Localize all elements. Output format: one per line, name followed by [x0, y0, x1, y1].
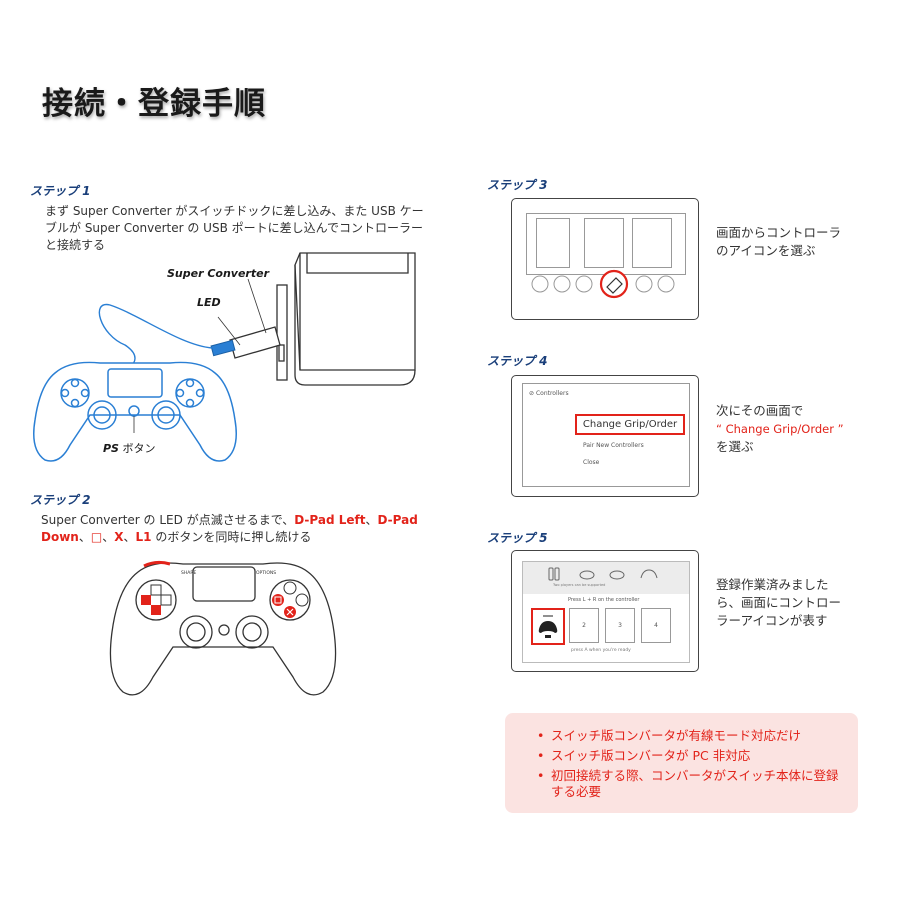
controllers-icon-highlighted — [599, 269, 629, 299]
step3-label: ステップ 3 — [487, 178, 548, 192]
dpad-graphic — [141, 584, 172, 615]
super-converter-illustration — [210, 326, 281, 359]
step2-sep-1: 、 — [365, 513, 378, 527]
pair-new-controllers-option[interactable]: Pair New Controllers — [583, 442, 644, 449]
album-icon — [575, 275, 593, 293]
ps-button-label: PS ボタン — [103, 440, 155, 456]
grip-order-screen: Two players can be supported Press L + R… — [522, 561, 690, 663]
header-subtext: Two players can be supported — [553, 583, 606, 587]
ps-label-rest: ボタン — [118, 442, 156, 455]
menu-title-text: Controllers — [535, 390, 569, 397]
step5-line2: ら、画面にコントロー — [716, 595, 842, 610]
note-item: スイッチ版コンバータが PC 非対応 — [537, 748, 841, 764]
step2-sep-2: 、 — [78, 530, 91, 544]
shop-icon — [553, 275, 571, 293]
settings-icon — [635, 275, 653, 293]
switch-dock-illustration — [276, 252, 416, 386]
game-tile — [632, 218, 672, 268]
power-icon — [657, 275, 675, 293]
joycon-grip-icon — [579, 570, 595, 580]
slot-1-selected — [531, 608, 565, 645]
step1-line1: まず Super Converter がスイッチドックに差し込み、また USB … — [45, 204, 424, 218]
step4-line1: 次にその画面で — [716, 403, 804, 418]
slot-4: 4 — [641, 608, 671, 643]
controller-icon-slot1 — [538, 615, 558, 638]
step5-line3: ラーアイコンが表す — [716, 613, 828, 628]
step4-label: ステップ 4 — [487, 354, 548, 368]
step3-description: 画面からコントローラ のアイコンを選ぶ — [716, 224, 841, 260]
share-text: SHARE — [181, 570, 196, 576]
dpad-left-text: D-Pad Left — [294, 513, 366, 527]
controllers-menu-icon: ⊘ — [529, 390, 535, 397]
step5-screen: Two players can be supported Press L + R… — [511, 550, 699, 672]
joycon-left-icon — [548, 567, 554, 581]
slot-2: 2 — [569, 608, 599, 643]
step5-line1: 登録作業済みました — [716, 577, 829, 592]
step3-screen — [511, 198, 699, 320]
grip-icons — [548, 567, 658, 581]
home-menu-icons — [531, 269, 675, 299]
ps-label-bold: PS — [103, 442, 119, 455]
step3-line2: のアイコンを選ぶ — [716, 243, 816, 258]
step2-text-h: のボタンを同時に押し続ける — [151, 530, 312, 544]
note-item: 初回接続する際、コンバータがスイッチ本体に登録する必要 — [537, 768, 841, 800]
change-grip-order-option[interactable]: Change Grip/Order — [575, 414, 685, 435]
l1-text: L1 — [135, 530, 152, 544]
face-buttons-graphic — [272, 581, 309, 618]
ps4-controller-blue — [33, 361, 237, 462]
led-label: LED — [197, 296, 221, 309]
game-tile — [536, 218, 570, 268]
note-item: スイッチ版コンバータが有線モード対応だけ — [537, 728, 841, 744]
step2-sep-3: 、 — [102, 530, 115, 544]
down-text: Down — [41, 530, 79, 544]
l1-highlight — [143, 560, 171, 568]
step4-screen: ⊘ Controllers Change Grip/Order Pair New… — [511, 375, 699, 497]
options-text: OPTIONS — [256, 570, 276, 576]
notes-box: スイッチ版コンバータが有線モード対応だけ スイッチ版コンバータが PC 非対応 … — [505, 713, 858, 813]
joycon-pair-icon — [609, 570, 625, 580]
joycon-right-icon — [554, 567, 560, 581]
notes-list: スイッチ版コンバータが有線モード対応だけ スイッチ版コンバータが PC 非対応 … — [537, 728, 841, 804]
pro-controller-icon — [640, 569, 658, 579]
step2-text-a: Super Converter の LED が点滅させるまで、 — [41, 513, 295, 527]
dpad-text: D-Pad — [377, 513, 418, 527]
step2-controller-illustration: SHARE OPTIONS — [109, 560, 337, 696]
press-instruction: Press L + R on the controller — [568, 597, 640, 603]
slot-3: 3 — [605, 608, 635, 643]
news-icon — [531, 275, 549, 293]
step2-sep-4: 、 — [123, 530, 136, 544]
step4-line2: “ Change Grip/Order ” — [716, 422, 844, 436]
square-text: □ — [90, 530, 103, 544]
step4-line3: を選ぶ — [716, 439, 754, 454]
step1-label: ステップ 1 — [30, 184, 91, 198]
game-tiles-area — [526, 213, 686, 275]
step1-line2: ブルが Super Converter の USB ポートに差し込んでコントロー… — [45, 221, 424, 235]
step1-line3: と接続する — [45, 238, 106, 252]
menu-title: ⊘ Controllers — [529, 390, 569, 397]
step4-description: 次にその画面で “ Change Grip/Order ” を選ぶ — [716, 402, 844, 456]
ready-instruction: press A when you're ready — [571, 648, 631, 653]
game-tile — [584, 218, 624, 268]
step2-description: Super Converter の LED が点滅させるまで、D-Pad Lef… — [41, 512, 461, 546]
page-title: 接続・登録手順 — [42, 86, 266, 122]
step5-description: 登録作業済みました ら、画面にコントロー ラーアイコンが表す — [716, 576, 841, 630]
step3-line1: 画面からコントローラ — [716, 225, 842, 240]
super-converter-label: Super Converter — [167, 267, 270, 280]
grip-header: Two players can be supported — [523, 562, 689, 594]
controllers-menu: ⊘ Controllers Change Grip/Order Pair New… — [522, 383, 690, 487]
step2-label: ステップ 2 — [30, 493, 91, 507]
close-option[interactable]: Close — [583, 459, 600, 466]
x-text: X — [114, 530, 124, 544]
ps4-controller-black — [109, 562, 337, 696]
step1-illustration — [33, 252, 416, 462]
step5-label: ステップ 5 — [487, 531, 548, 545]
step1-description: まず Super Converter がスイッチドックに差し込み、また USB … — [45, 203, 465, 254]
